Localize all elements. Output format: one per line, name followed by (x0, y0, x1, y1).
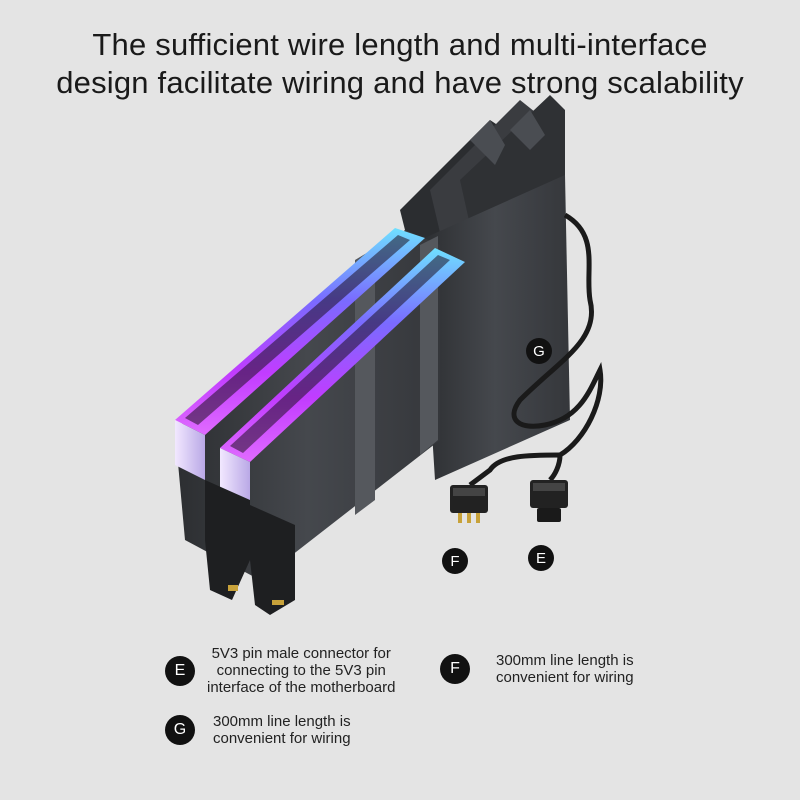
legend-badge-e: E (165, 655, 195, 686)
callout-e-label: E (536, 550, 546, 567)
callout-f-label: F (450, 553, 459, 570)
legend-item-f: F 300mm line length is convenient for wi… (440, 652, 634, 686)
callout-g: G (526, 338, 552, 364)
connector-f (450, 485, 488, 523)
legend-e-line-1: 5V3 pin male connector for (211, 645, 391, 662)
legend-f-line-2: convenient for wiring (496, 669, 634, 686)
rgb-light-bar-right (220, 248, 465, 505)
legend-text-g: 300mm line length is convenient for wiri… (213, 713, 351, 747)
legend-text-e: 5V3 pin male connector for connecting to… (207, 645, 395, 696)
legend-g-line-2: convenient for wiring (213, 730, 351, 747)
callout-g-label: G (533, 343, 545, 360)
callout-e: E (528, 545, 554, 571)
legend-text-f: 300mm line length is convenient for wiri… (496, 652, 634, 686)
legend-e-line-2: connecting to the 5V3 pin (216, 662, 386, 679)
pcb-edge (205, 480, 295, 615)
headline: The sufficient wire length and multi-int… (0, 26, 800, 102)
headline-line-2: design facilitate wiring and have strong… (56, 65, 744, 100)
callout-f: F (442, 548, 468, 574)
legend-item-g: G 300mm line length is convenient for wi… (165, 713, 351, 747)
headline-line-1: The sufficient wire length and multi-int… (92, 27, 708, 62)
heatsink-body-back (420, 175, 570, 480)
legend-badge-f: F (440, 654, 470, 684)
connector-e (530, 480, 568, 522)
legend-e-line-3: interface of the motherboard (207, 679, 396, 696)
legend-g-line-1: 300mm line length is (213, 713, 351, 730)
cable-branch-left (468, 452, 561, 487)
rgb-light-bar-left (175, 228, 425, 480)
legend-f-line-1: 300mm line length is (496, 652, 634, 669)
legend-badge-g: G (165, 715, 195, 745)
cable-branch-right (548, 454, 563, 482)
legend-item-e: E 5V3 pin male connector for connecting … (165, 645, 395, 696)
cable (511, 212, 604, 458)
